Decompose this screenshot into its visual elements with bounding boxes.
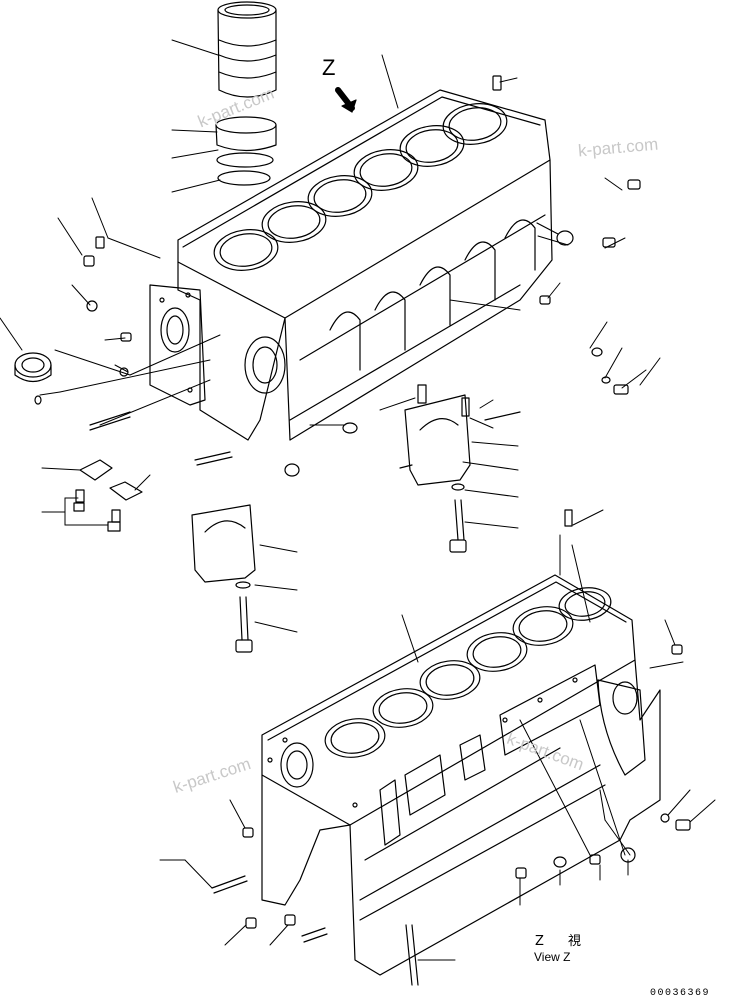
middle-leader-lines <box>42 398 518 632</box>
lower-leader-lines <box>160 510 715 960</box>
view-z-arrow <box>338 90 356 112</box>
lower-small-parts <box>212 510 690 985</box>
view-label-english: View Z <box>534 950 571 964</box>
main-bearing-cap-upper <box>285 385 520 552</box>
upper-leader-lines <box>0 40 660 425</box>
lower-cylinder-block <box>262 575 660 975</box>
cylinder-liner <box>218 2 276 97</box>
main-bearing-cap-lower <box>192 505 255 652</box>
view-label-japanese: Z 視 <box>535 934 592 949</box>
view-arrow-label: Z <box>322 55 336 80</box>
document-number: 00036369 <box>650 988 711 999</box>
rear-seal <box>15 353 51 382</box>
upper-small-parts <box>35 76 640 465</box>
liner-seal-rings <box>216 117 276 185</box>
upper-cylinder-block <box>150 90 552 440</box>
oil-jet-brackets <box>74 460 142 531</box>
